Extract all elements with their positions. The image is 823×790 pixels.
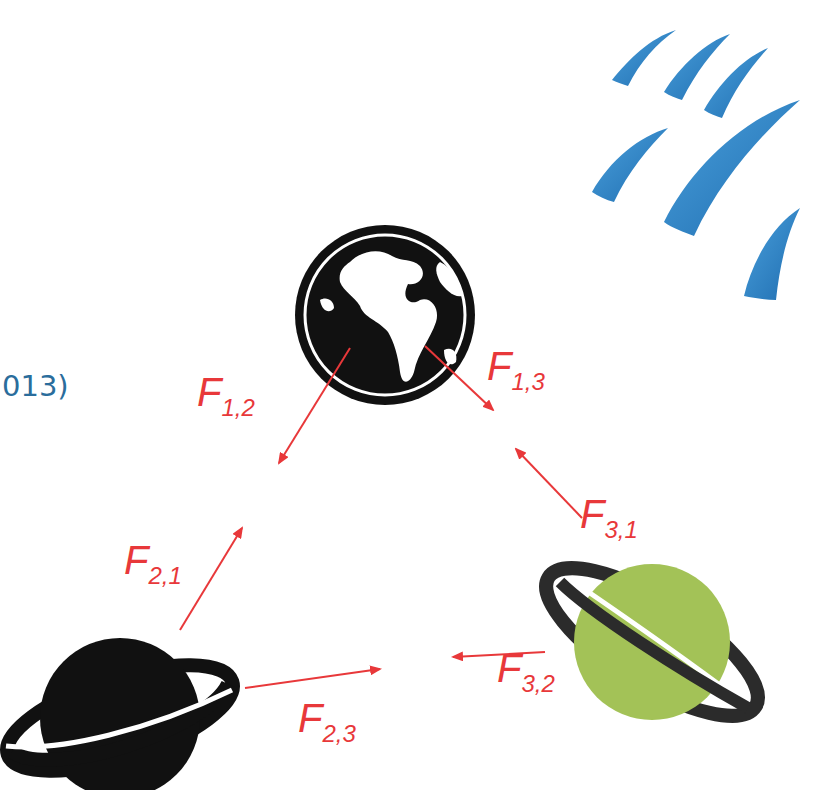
force-label: F1,2 [197, 372, 255, 412]
force-label: F2,1 [124, 540, 182, 580]
force-label: F3,2 [497, 648, 555, 688]
cut-off-note: 013) [2, 372, 69, 401]
green-ringed-planet [526, 542, 777, 743]
bird-logo [592, 30, 800, 300]
force-label: F1,3 [487, 346, 545, 386]
black-ringed-planet [0, 638, 245, 790]
force-label: F2,3 [298, 698, 356, 738]
earth-icon [295, 225, 475, 405]
force-label: F3,1 [580, 494, 638, 534]
force-arrows [180, 346, 582, 688]
